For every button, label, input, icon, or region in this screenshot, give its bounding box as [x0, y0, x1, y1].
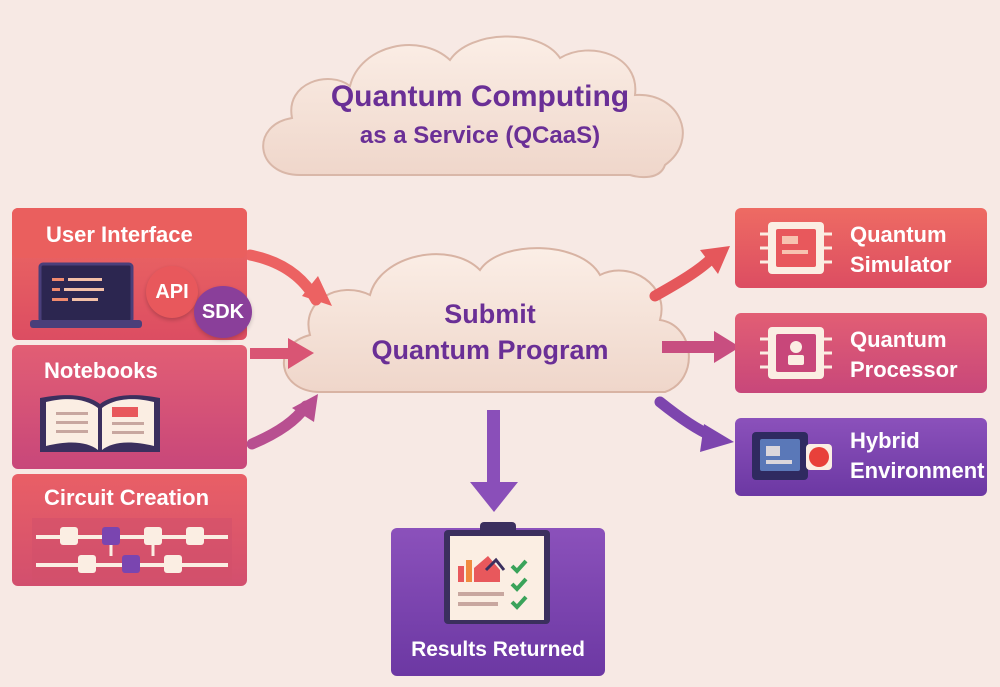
simulator-label: Quantum Simulator: [850, 220, 951, 280]
results-panel: Results Returned: [391, 528, 605, 676]
arrow-to-results: [487, 410, 500, 486]
simulator-line2: Simulator: [850, 252, 952, 277]
arrow-to-simulator: [649, 252, 718, 302]
hybrid-label: Hybrid Environment: [850, 426, 984, 486]
service-title-line1: Quantum Computing: [330, 80, 630, 113]
processor-line2: Processor: [850, 357, 958, 382]
submit-line1: Submit: [444, 299, 536, 329]
circuit-diagram-icon: [32, 518, 232, 582]
arrow-ui-head: [302, 276, 332, 306]
arrow-notebooks-head: [288, 338, 314, 369]
sdk-badge: SDK: [194, 286, 252, 338]
hybrid-chip-icon: [752, 432, 832, 480]
arrow-to-processor: [662, 341, 718, 353]
arrow-simulator-head: [700, 246, 730, 274]
processor-line1: Quantum: [850, 327, 947, 352]
open-book-icon: [40, 395, 160, 452]
simulator-line1: Quantum: [850, 222, 947, 247]
laptop-icon: [30, 262, 142, 328]
arrow-circuit-head: [292, 394, 318, 422]
processor-label: Quantum Processor: [850, 325, 958, 385]
submit-line2: Quantum Program: [371, 335, 609, 365]
arrow-results-head: [470, 482, 518, 512]
simulator-chip-icon: [760, 222, 832, 274]
circuit-creation-label: Circuit Creation: [44, 485, 210, 510]
clipboard-icon: [444, 522, 550, 624]
api-badge: API: [146, 266, 198, 318]
arrow-hybrid-head: [700, 424, 734, 452]
hybrid-line2: Environment: [850, 458, 985, 483]
user-interface-label: User Interface: [46, 222, 193, 247]
submit-program-label: Submit Quantum Program: [340, 296, 640, 368]
hybrid-line1: Hybrid: [850, 428, 920, 453]
title-cloud: [262, 35, 684, 179]
processor-chip-icon: [760, 327, 832, 379]
notebooks-label: Notebooks: [44, 358, 158, 383]
submit-cloud: [282, 247, 690, 393]
results-returned-label: Results Returned: [411, 638, 585, 661]
arrow-processor-head: [714, 331, 740, 363]
arrow-notebooks-to-center: [250, 348, 292, 359]
service-title-line2: as a Service (QCaaS): [359, 122, 601, 149]
service-title: Quantum Computing as a Service (QCaaS): [300, 80, 660, 150]
